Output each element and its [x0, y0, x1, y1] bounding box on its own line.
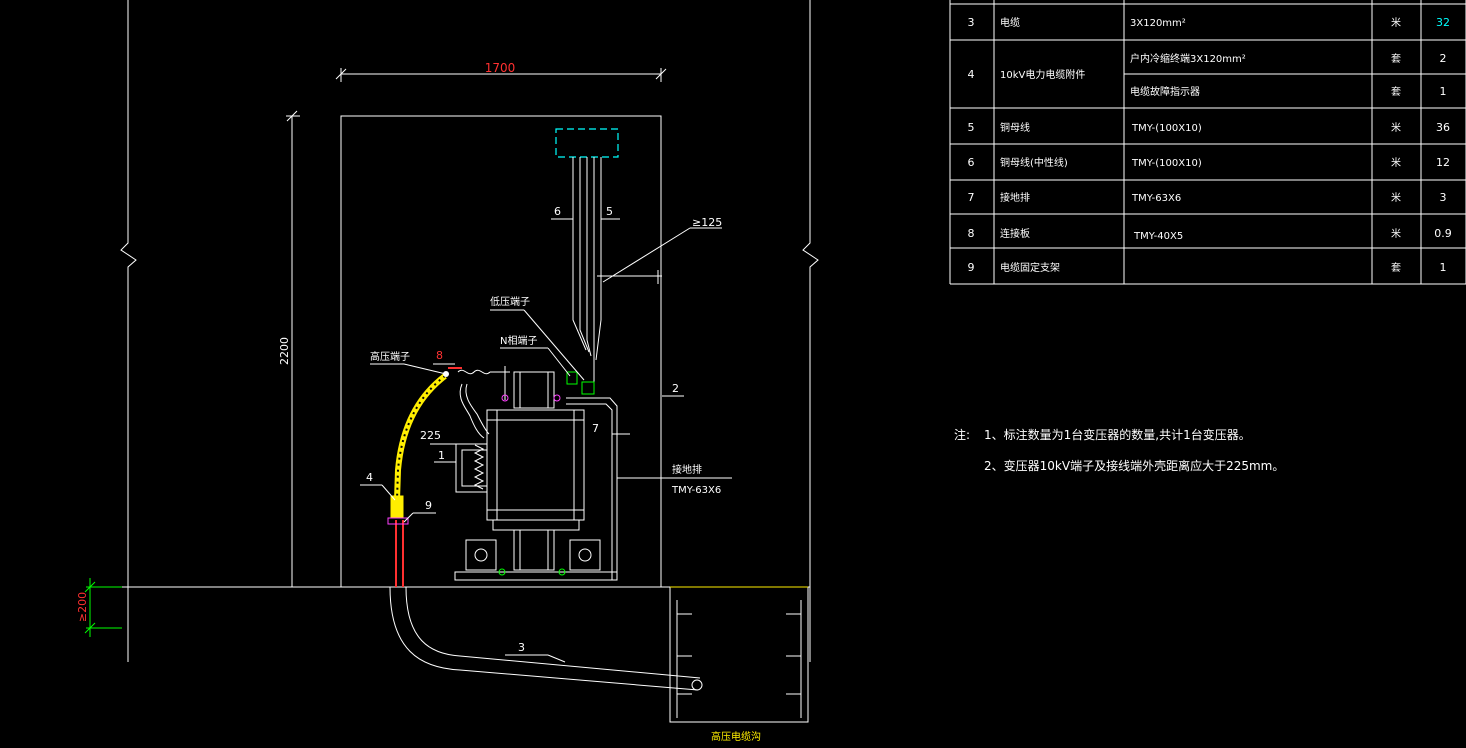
neutral-terminal-label: N相端子 [500, 334, 537, 347]
busway-box [555, 128, 619, 158]
ground-bus-spec: TMY-63X6 [671, 485, 721, 496]
table-row-spec: TMY-63X6 [1131, 193, 1181, 204]
notes-prefix: 注: [954, 427, 970, 442]
dimension-clearance [597, 227, 722, 284]
dimension-height [286, 110, 300, 587]
callout-6: 6 [554, 205, 561, 218]
table-row-unit: 套 [1391, 52, 1401, 65]
bolt-mark [553, 394, 561, 402]
table-row-spec: 3X120mm² [1130, 18, 1186, 29]
table-row-no: 9 [968, 261, 975, 274]
dimension-depth-label: ≥200 [76, 592, 89, 622]
table-row-name: 电缆 [1000, 16, 1020, 29]
table-row-spec: TMY-(100X10) [1131, 158, 1202, 169]
table-row-spec: 户内冷缩终端3X120mm² [1130, 52, 1246, 65]
table-row-unit: 米 [1391, 16, 1401, 29]
callout-4: 4 [366, 471, 373, 484]
dimension-clearance-label: ≥125 [692, 216, 722, 229]
leaders [360, 309, 732, 663]
cable-3 [389, 586, 703, 691]
table-row-unit: 米 [1391, 121, 1401, 134]
neutral-terminal-marker [566, 371, 578, 385]
table-row-qty: 2 [1440, 52, 1447, 65]
table-row-name: 铜母线 [1000, 121, 1030, 134]
table-row-qty: 3 [1440, 191, 1447, 204]
busbars [572, 157, 602, 384]
table-row-qty: 12 [1436, 156, 1450, 169]
table-row-name: 电缆固定支架 [1000, 261, 1060, 274]
table-row-no: 4 [968, 68, 975, 81]
table-row-qty: 1 [1440, 85, 1447, 98]
dimension-offset-label: 225 [420, 429, 441, 442]
table-row-no: 3 [968, 16, 975, 29]
dimension-height-label: 2200 [278, 337, 291, 365]
notes-line-1: 1、标注数量为1台变压器的数量,共计1台变压器。 [984, 427, 1251, 442]
bolt-mark [498, 568, 506, 576]
table-row-qty: 0.9 [1434, 227, 1452, 240]
hv-cable [387, 371, 449, 587]
table-row-unit: 套 [1391, 261, 1401, 274]
dimension-width-label: 1700 [485, 61, 516, 75]
table-row-name: 10kV电力电缆附件 [1000, 68, 1085, 81]
callout-2: 2 [672, 382, 679, 395]
callout-7: 7 [592, 422, 599, 435]
lv-terminal-label: 低压端子 [490, 295, 530, 308]
table-row-no: 6 [968, 156, 975, 169]
table-row-qty: 36 [1436, 121, 1450, 134]
table-row-qty: 1 [1440, 261, 1447, 274]
transformer [454, 366, 618, 581]
table-row-spec: TMY-40X5 [1133, 231, 1183, 242]
table-row-name: 连接板 [1000, 227, 1030, 240]
notes-line-2: 2、变压器10kV端子及接线端外壳距离应大于225mm。 [984, 458, 1284, 473]
callout-1: 1 [438, 449, 445, 462]
room-walls [100, 0, 819, 662]
table-row-unit: 米 [1391, 227, 1401, 240]
table-row-spec: TMY-(100X10) [1131, 123, 1202, 134]
table-row-unit: 米 [1391, 156, 1401, 169]
hv-terminal-label: 高压端子 [370, 350, 410, 363]
lv-terminal-marker [581, 381, 595, 395]
callout-5: 5 [606, 205, 613, 218]
callout-3: 3 [518, 641, 525, 654]
table-row-spec: 电缆故障指示器 [1130, 85, 1200, 98]
ground-bus-label: 接地排 [672, 463, 702, 476]
dimension-depth [84, 578, 122, 637]
table-row-name: 铜母线(中性线) [1000, 156, 1068, 169]
table-row-name: 接地排 [1000, 191, 1030, 204]
bolt-mark [501, 394, 509, 402]
table-row-unit: 套 [1391, 85, 1401, 98]
table-row-qty: 32 [1436, 16, 1450, 29]
callout-9: 9 [425, 499, 432, 512]
table-row-no: 5 [968, 121, 975, 134]
table-row-unit: 米 [1391, 191, 1401, 204]
bolt-mark [558, 568, 566, 576]
dimension-width [335, 68, 667, 82]
cable-trench [669, 586, 809, 723]
table-row-no: 7 [968, 191, 975, 204]
material-table [949, 0, 1466, 285]
table-row-no: 8 [968, 227, 975, 240]
trench-label: 高压电缆沟 [711, 730, 761, 743]
callout-8: 8 [436, 349, 443, 362]
